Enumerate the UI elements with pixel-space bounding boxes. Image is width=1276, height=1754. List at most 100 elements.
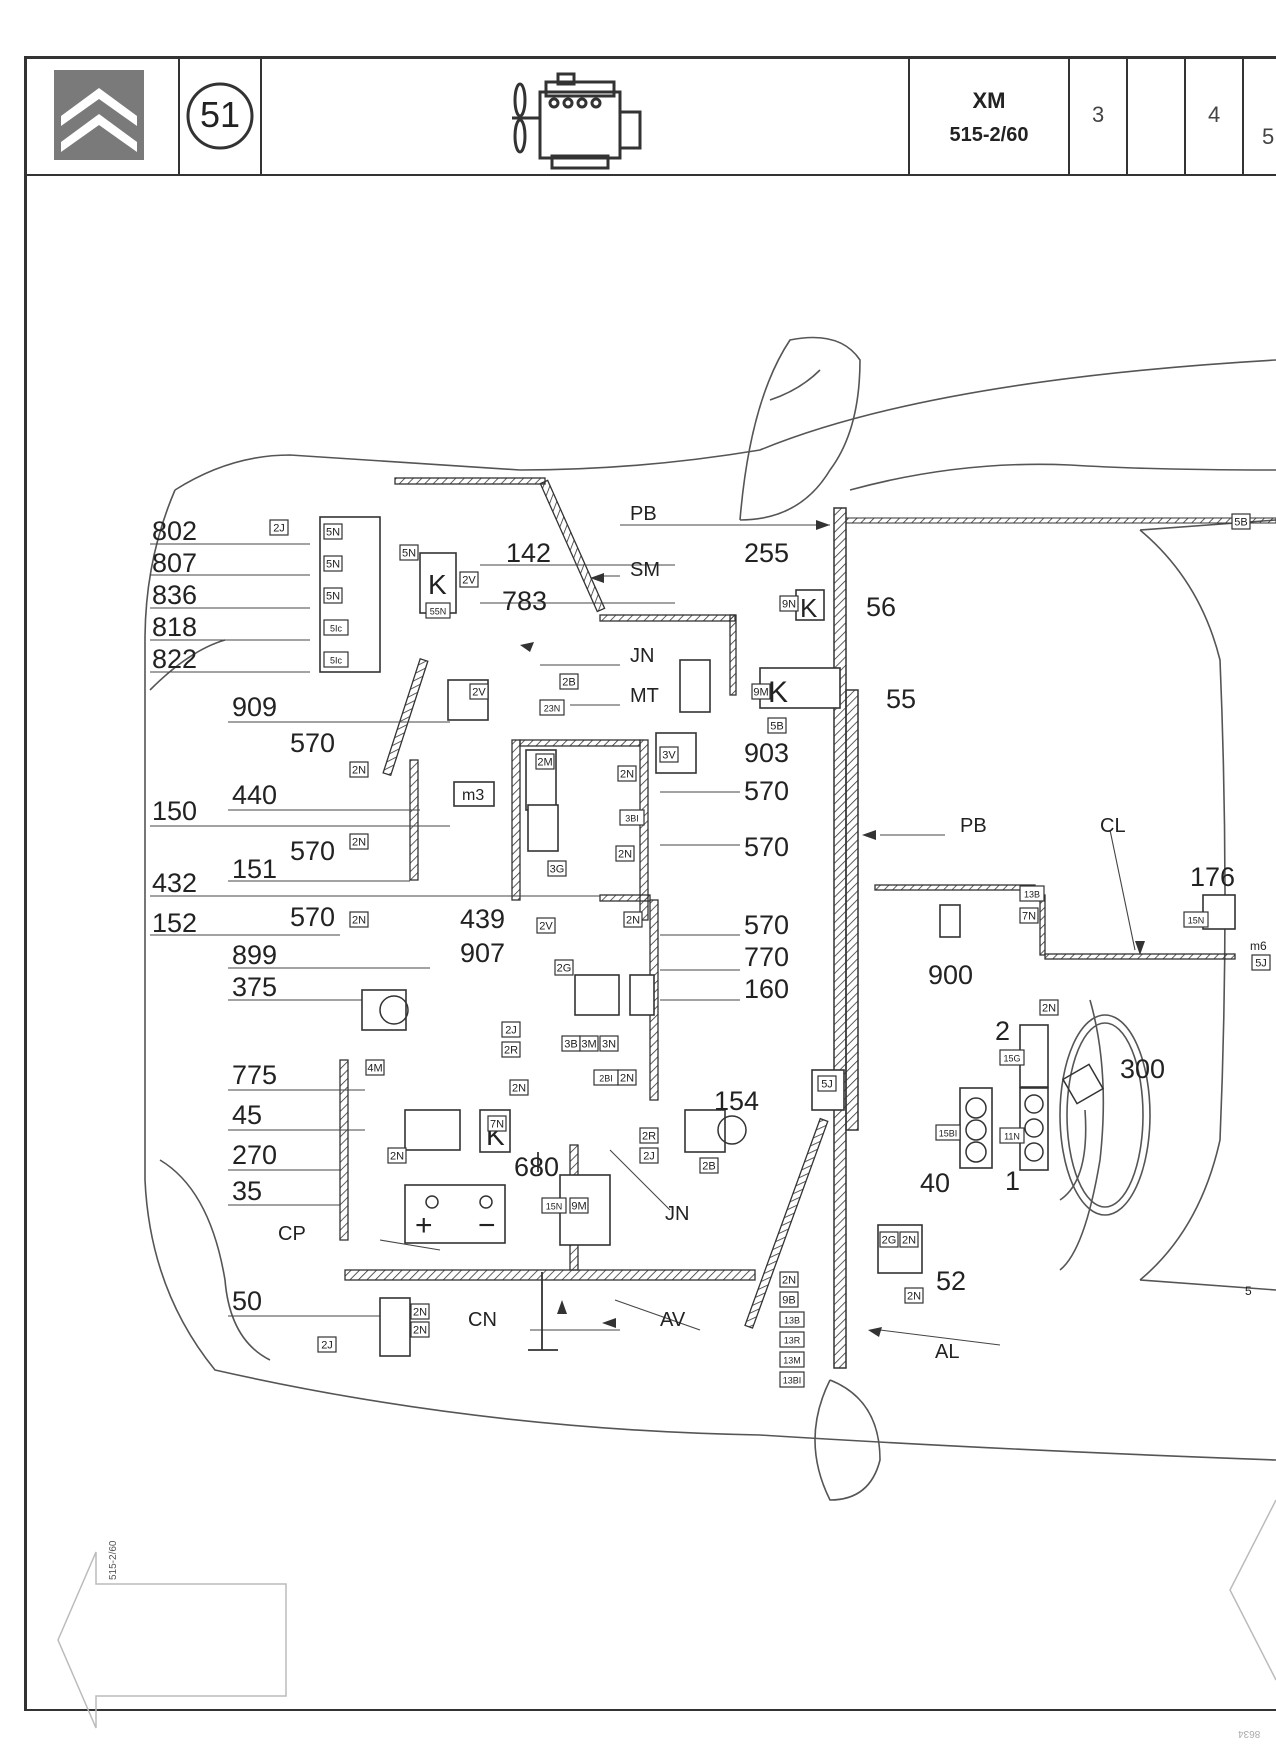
component-number: 907: [460, 938, 505, 968]
connector-tag: 2N: [615, 845, 635, 862]
harness-label-jn: JN: [630, 645, 654, 667]
connector-code: 5B: [1234, 517, 1247, 529]
component-number: 55: [886, 684, 916, 714]
connector-tag: 2N: [349, 833, 369, 850]
connector-tag: 15N: [1183, 911, 1209, 928]
connector-tag: 3M: [579, 1035, 599, 1052]
column-4-cell: 4: [1186, 56, 1244, 174]
connector-tag: 3V: [659, 746, 679, 763]
connector-code: 2G: [557, 963, 572, 975]
harness-label-pb-lower: PB: [960, 815, 987, 837]
relay-symbols: K K K K + − 5: [415, 569, 1252, 1298]
connector-tag: 3BI: [619, 809, 645, 826]
connector-tag: 2B: [699, 1157, 719, 1174]
connector-code: 2R: [504, 1045, 518, 1057]
harness-label-sm: SM: [630, 559, 660, 581]
connector-tag: 2J: [317, 1336, 337, 1353]
component-number: 770: [744, 942, 789, 972]
component-number: 900: [928, 960, 973, 990]
connector-code: 5N: [326, 527, 340, 539]
component-number: 151: [232, 854, 277, 884]
connector-code: 4M: [367, 1063, 382, 1075]
connector-code: 2R: [642, 1131, 656, 1143]
connector-tag: 2N: [349, 761, 369, 778]
harness-label-cn: CN: [468, 1309, 497, 1331]
harness-label-cl: CL: [1100, 815, 1126, 837]
connector-code: 15BI: [939, 1129, 958, 1139]
harness-label-jn-lower: JN: [665, 1203, 689, 1225]
connector-tag: 2N: [617, 765, 637, 782]
component-number: 2: [995, 1016, 1010, 1046]
connector-tag: 2V: [536, 917, 556, 934]
connector-code: 2N: [390, 1151, 404, 1163]
connector-code: 3V: [662, 750, 676, 762]
connector-code: 2N: [907, 1291, 921, 1303]
harness-label-mt: MT: [630, 685, 659, 707]
connector-code: 3BI: [625, 814, 639, 824]
connector-code: 9M: [571, 1201, 586, 1213]
connector-tag: 2V: [459, 571, 479, 588]
connector-code: 2J: [505, 1025, 517, 1037]
component-number: 300: [1120, 1054, 1165, 1084]
engine-harness-branches: [339, 477, 1236, 1329]
component-number: 152: [152, 908, 197, 938]
connector-code: 2V: [462, 575, 476, 587]
connector-code: 2N: [413, 1325, 427, 1337]
harness-label-al: AL: [935, 1341, 959, 1363]
component-number: 570: [290, 902, 335, 932]
component-number: 570: [290, 836, 335, 866]
connector-tag: 15BI: [935, 1124, 961, 1141]
ground-symbols: [528, 1152, 558, 1351]
component-number: 903: [744, 738, 789, 768]
connector-code: 5B: [770, 721, 783, 733]
connector-code: 2J: [321, 1340, 333, 1352]
component-number: 909: [232, 692, 277, 722]
connector-tag: 2N: [623, 911, 643, 928]
connector-code: 23N: [544, 704, 561, 714]
connector-tag: 13BI: [779, 1371, 805, 1388]
connector-tag: 2N: [349, 911, 369, 928]
engine-icon: [512, 72, 642, 170]
connector-code: 7N: [1022, 911, 1036, 923]
connector-tag: 2J: [639, 1147, 659, 1164]
connector-code: 2N: [620, 769, 634, 781]
component-number: 680: [514, 1152, 559, 1182]
model-cell: XM 515-2/60: [910, 56, 1070, 174]
connector-tag: 23N: [539, 699, 565, 716]
connector-code: 5N: [402, 548, 416, 560]
corner-mark: 8634: [1238, 1728, 1261, 1739]
connector-code: 2G: [882, 1235, 897, 1247]
connector-code: 3M: [581, 1039, 596, 1051]
component-number: 440: [232, 780, 277, 810]
battery-terminals-icon: [425, 1195, 493, 1209]
connector-tag: 4M: [365, 1059, 385, 1076]
component-number: 35: [232, 1176, 262, 1206]
component-number: 570: [744, 776, 789, 806]
component-number: 160: [744, 974, 789, 1004]
component-number: 802: [152, 516, 197, 546]
connector-code: 9B: [782, 1295, 795, 1307]
component-mark: m3: [462, 787, 484, 804]
component-number: 775: [232, 1060, 277, 1090]
component-number: 52: [936, 1266, 966, 1296]
connector-tag: 2R: [501, 1041, 521, 1058]
page-number-cell: 51: [180, 56, 262, 174]
connector-code: 5N: [326, 591, 340, 603]
connector-tag: 5N: [323, 555, 343, 572]
connector-code: 2N: [782, 1275, 796, 1287]
connector-code: 2N: [352, 837, 366, 849]
connector-code: 5Ic: [330, 656, 343, 666]
next-page-arrow-icon: [1229, 1499, 1276, 1681]
connector-tag: 2N: [779, 1271, 799, 1288]
connector-code: 2N: [1042, 1003, 1056, 1015]
connector-tag: 9B: [779, 1291, 799, 1308]
component-number: 570: [290, 728, 335, 758]
connector-code: 2N: [413, 1307, 427, 1319]
component-number: 807: [152, 548, 197, 578]
component-number: 142: [506, 538, 551, 568]
connector-code: 3G: [550, 864, 565, 876]
component-number: 899: [232, 940, 277, 970]
connector-tag: 2N: [617, 1069, 637, 1086]
